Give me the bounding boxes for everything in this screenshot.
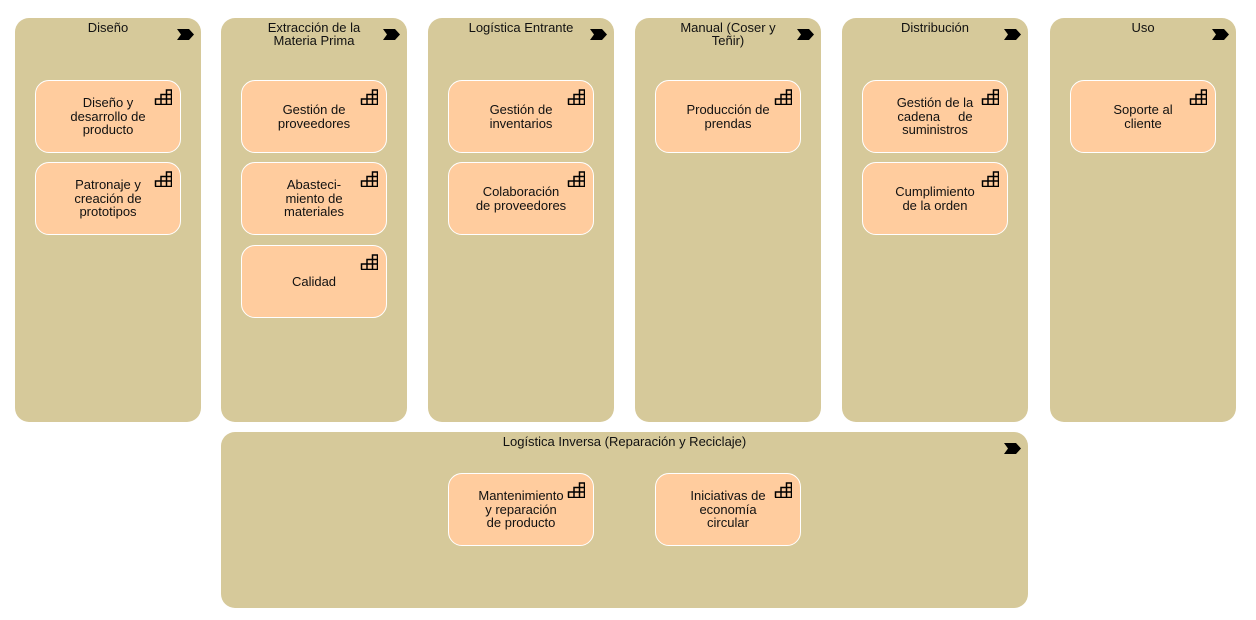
capability-icon bbox=[1189, 89, 1207, 105]
value-stream-icon bbox=[1004, 443, 1021, 454]
capability-icon bbox=[360, 171, 378, 187]
capability-colaboracion-proveedores[interactable]: Colaboración de proveedores bbox=[448, 162, 594, 235]
stream-title: Diseño bbox=[87, 20, 129, 35]
value-stream-uso[interactable]: Uso bbox=[1050, 18, 1236, 422]
capability-icon bbox=[154, 89, 172, 105]
capability-abastecimiento[interactable]: Abasteci- miento de materiales bbox=[241, 162, 387, 235]
capability-gestion-inventarios[interactable]: Gestión de inventarios bbox=[448, 80, 594, 153]
value-stream-icon bbox=[1004, 29, 1021, 40]
capability-icon bbox=[567, 171, 585, 187]
capability-icon bbox=[154, 171, 172, 187]
capability-cadena-suministros[interactable]: Gestión de la cadena de suministros bbox=[862, 80, 1008, 153]
capability-label: Gestión de inventarios bbox=[489, 102, 553, 131]
capability-icon bbox=[567, 482, 585, 498]
capability-calidad[interactable]: Calidad bbox=[241, 245, 387, 318]
capability-label: Producción de prendas bbox=[686, 102, 770, 131]
capability-soporte-cliente[interactable]: Soporte al cliente bbox=[1070, 80, 1216, 153]
value-stream-icon bbox=[590, 29, 607, 40]
capability-economia-circular[interactable]: Iniciativas de economía circular bbox=[655, 473, 801, 546]
capability-label: Cumplimiento de la orden bbox=[895, 184, 975, 213]
capability-label: Diseño y desarrollo de producto bbox=[70, 95, 146, 138]
stream-title: Logística Inversa (Reparación y Reciclaj… bbox=[502, 434, 747, 449]
capability-label: Gestión de la cadena de suministros bbox=[896, 95, 974, 138]
capability-icon bbox=[981, 171, 999, 187]
stream-title: Uso bbox=[1131, 20, 1155, 35]
value-stream-logistica-inversa[interactable]: Logística Inversa (Reparación y Reciclaj… bbox=[221, 432, 1028, 608]
capability-produccion-prendas[interactable]: Producción de prendas bbox=[655, 80, 801, 153]
capability-icon bbox=[774, 482, 792, 498]
stream-title: Logística Entrante bbox=[468, 20, 574, 35]
capability-label: Abasteci- miento de materiales bbox=[284, 177, 344, 220]
value-stream-icon bbox=[797, 29, 814, 40]
capability-icon bbox=[774, 89, 792, 105]
capability-label: Mantenimiento y reparación de producto bbox=[478, 488, 564, 531]
capability-icon bbox=[360, 254, 378, 270]
capability-gestion-proveedores[interactable]: Gestión de proveedores bbox=[241, 80, 387, 153]
stream-title: Distribución bbox=[901, 20, 969, 35]
capability-label: Gestión de proveedores bbox=[277, 102, 351, 131]
value-stream-icon bbox=[1212, 29, 1229, 40]
capability-label: Soporte al cliente bbox=[1113, 102, 1173, 131]
capability-cumplimiento-orden[interactable]: Cumplimiento de la orden bbox=[862, 162, 1008, 235]
value-stream-manual[interactable]: Manual (Coser y Teñir) bbox=[635, 18, 821, 422]
capability-diseno-desarrollo[interactable]: Diseño y desarrollo de producto bbox=[35, 80, 181, 153]
capability-label: Patronaje y creación de prototipos bbox=[74, 177, 142, 220]
capability-mantenimiento-reparacion[interactable]: Mantenimiento y reparación de producto bbox=[448, 473, 594, 546]
value-stream-icon bbox=[383, 29, 400, 40]
stream-title: Extracción de la Materia Prima bbox=[267, 20, 361, 48]
capability-icon bbox=[360, 89, 378, 105]
stream-title: Manual (Coser y Teñir) bbox=[680, 20, 776, 48]
value-stream-icon bbox=[177, 29, 194, 40]
capability-label: Calidad bbox=[291, 273, 337, 289]
capability-icon bbox=[981, 89, 999, 105]
capability-label: Iniciativas de economía circular bbox=[690, 488, 766, 531]
capability-patronaje[interactable]: Patronaje y creación de prototipos bbox=[35, 162, 181, 235]
capability-label: Colaboración de proveedores bbox=[475, 184, 567, 213]
capability-icon bbox=[567, 89, 585, 105]
